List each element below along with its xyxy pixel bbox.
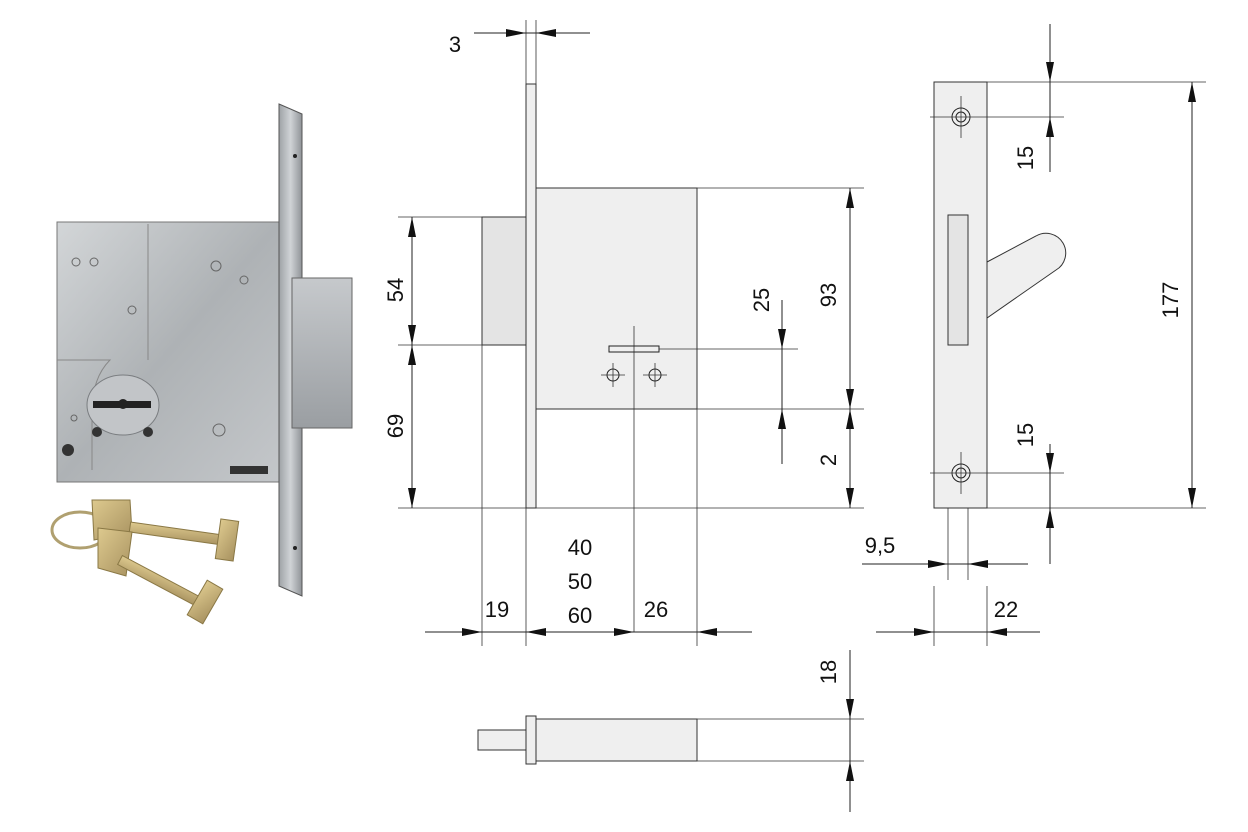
dim-front-width: 19	[485, 597, 509, 622]
bolt-plate-edge	[525, 715, 537, 765]
dim-keyhole-spacing: 26	[644, 597, 668, 622]
front-case	[535, 187, 698, 410]
bolt-tip	[477, 729, 527, 751]
dim-case-height: 93	[816, 283, 841, 307]
dim-strike-width: 22	[994, 597, 1018, 622]
dim-bolt-height: 18	[816, 660, 841, 684]
strike-slot	[947, 214, 969, 346]
dim-strike-height: 177	[1158, 282, 1183, 319]
front-view: 3 54 69 25 93 2 19 40 50 60 26	[383, 20, 864, 646]
front-plate	[525, 83, 537, 509]
front-bolt	[481, 216, 527, 346]
dim-plate-thickness: 3	[449, 32, 461, 57]
strike-plate-view: 15 15 177 9,5 22	[862, 24, 1206, 646]
dim-strike-top-screw: 15	[1013, 146, 1038, 170]
lock-bolt	[291, 277, 353, 429]
dim-bolt-lower: 69	[383, 414, 408, 438]
keys	[50, 499, 240, 625]
dim-bottom-gap: 2	[816, 454, 841, 466]
dim-strike-bottom-screw: 15	[1013, 423, 1038, 447]
lock-illustration	[50, 103, 353, 625]
bolt-body	[535, 718, 698, 762]
dim-backset-50: 50	[568, 569, 592, 594]
face-plate	[278, 103, 303, 597]
dim-strike-slot-width: 9,5	[865, 533, 896, 558]
dim-backset-40: 40	[568, 535, 592, 560]
dim-bolt-upper: 54	[383, 278, 408, 302]
lock-case	[56, 221, 281, 483]
strike-lever	[986, 232, 1067, 319]
bolt-side-view: 18	[477, 650, 864, 812]
dim-keyhole-offset: 25	[749, 288, 774, 312]
dim-backset-60: 60	[568, 603, 592, 628]
